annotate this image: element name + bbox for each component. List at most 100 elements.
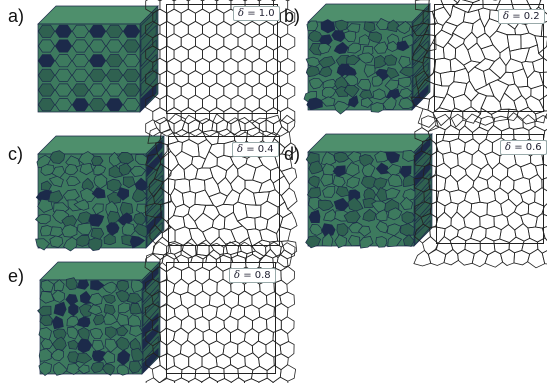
grain-cell (174, 150, 194, 171)
grain-facet (77, 364, 90, 375)
grain-facet-side (140, 53, 157, 83)
grain-cell (457, 150, 473, 171)
grain-cell (413, 249, 432, 267)
panel-label-c: c) (8, 144, 23, 164)
grain-cell (439, 70, 456, 87)
grain-facet (88, 54, 107, 68)
grain-facet (334, 100, 350, 115)
grain-facet (106, 178, 122, 192)
grain-facet (308, 160, 324, 175)
grain-cell (477, 7, 491, 29)
grain-facet (318, 56, 336, 68)
grain-cell (229, 155, 248, 170)
grain-facet (76, 279, 90, 290)
grain-cell (191, 155, 206, 170)
grain-cell (457, 248, 475, 266)
grain-cell (237, 290, 253, 309)
grain-cell (495, 22, 516, 36)
grain-facet (71, 98, 90, 112)
grain-cell (449, 113, 467, 131)
grain-facet (308, 209, 321, 224)
grain-facet (122, 54, 141, 68)
grain-cell (208, 340, 225, 358)
grain-cell (180, 315, 196, 335)
grain-facet (346, 176, 361, 189)
grain-cell (194, 339, 211, 358)
grain-cell (258, 377, 274, 383)
grain-facet (398, 87, 413, 99)
grain-cell (449, 189, 467, 205)
grain-facet (387, 207, 403, 221)
grain-facet (88, 214, 105, 227)
grain-cell (182, 213, 199, 230)
grain-cell (470, 92, 488, 115)
grain-facet (101, 363, 115, 376)
grain-cell (499, 175, 515, 195)
grain-facet (54, 24, 73, 38)
grain-facet (318, 43, 332, 55)
grain-cell (202, 0, 218, 14)
grain-cell (489, 30, 510, 54)
grain-cell (484, 151, 501, 170)
grain-cell (513, 249, 531, 266)
grain-facet (363, 21, 376, 33)
grain-facet (93, 165, 107, 175)
grain-facet (71, 68, 90, 82)
grain-cell (194, 212, 214, 233)
grain-cell (541, 250, 547, 265)
grain-facet-side (412, 40, 429, 66)
grain-cell (453, 67, 471, 84)
grain-facet (106, 222, 120, 236)
grain-facet (49, 235, 64, 248)
grain-facet (306, 97, 323, 110)
grain-facet (71, 39, 90, 53)
delta-symbol: δ (237, 144, 244, 155)
grain-facet (91, 155, 104, 166)
cell-edges (413, 112, 547, 269)
grain-facet (71, 54, 90, 68)
grain-cell (444, 174, 460, 193)
grain-facet (61, 224, 78, 238)
grain-facet (346, 54, 361, 66)
grain-facet (399, 223, 415, 236)
grain-facet (104, 338, 118, 353)
grain-facet (129, 325, 144, 337)
grain-cell (145, 377, 160, 383)
grain-cell (194, 189, 215, 206)
grain-facet (119, 162, 132, 176)
grain-cell (537, 237, 547, 254)
grain-facet (385, 151, 401, 164)
grain-facet (53, 301, 67, 317)
grain-facet (66, 175, 81, 187)
grain-cell (427, 248, 447, 266)
grain-facet (323, 208, 339, 222)
grain-facet (71, 83, 90, 97)
grain-facet (91, 350, 106, 363)
grain-cell (534, 187, 547, 207)
grain-cell (471, 149, 489, 170)
grain-cell (434, 57, 452, 74)
grain-cell (251, 239, 271, 257)
grain-cell (520, 189, 536, 205)
grain-cell (513, 200, 530, 217)
grain-facet (54, 279, 65, 291)
grain-facet (89, 327, 103, 340)
delta-symbol: δ (503, 11, 510, 22)
grain-cell (417, 108, 436, 128)
grain-facet (105, 24, 124, 38)
panel-label-d: d) (284, 144, 301, 164)
grain-facet (396, 40, 410, 52)
grain-facet (79, 162, 94, 176)
grain-facet (320, 173, 334, 187)
grain-cell (484, 250, 504, 268)
grain-facet (92, 203, 104, 216)
grain-cell (472, 126, 489, 145)
grain-cell (496, 71, 516, 86)
grain-cell (167, 163, 186, 181)
delta-value: = 0.8 (240, 270, 271, 281)
grain-facet (67, 339, 79, 350)
grain-cell (254, 216, 269, 231)
grain-facet (88, 24, 107, 38)
grain-facet (375, 236, 388, 248)
grain-facet (48, 190, 64, 203)
